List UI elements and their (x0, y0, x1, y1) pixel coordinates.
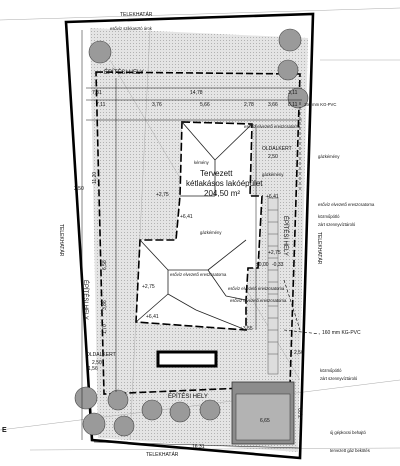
tree (278, 28, 302, 52)
side-garden-value: 2,50 (268, 154, 278, 160)
level-mark: +6,41 (180, 214, 193, 220)
dim-bottom: 2,50 (294, 350, 304, 356)
level-mark: +2,75 (156, 192, 169, 198)
dim-top: 3,11 (288, 90, 298, 96)
dim-bottom: 3,00 (298, 408, 304, 418)
building-area: 204,50 m² (204, 189, 240, 198)
note-downpipe: esővíz elvezető ereszcsatorna (318, 202, 375, 207)
note-septic-4: zárt szennyvíztároló (320, 376, 358, 381)
note-septic-3: közműpótló (320, 368, 342, 373)
boundary-label-top: TELEKHATÁR (120, 11, 153, 18)
tree (82, 412, 106, 436)
tree (141, 399, 163, 421)
dim-row2: 3,66 (268, 102, 278, 108)
pipe-label-bottom: 160 mm KG-PVC (322, 330, 361, 336)
tree (107, 389, 129, 411)
front-garden-label: OLDALKERT (86, 352, 116, 358)
pipe-label-top: 160 mm KG-PVC (304, 102, 336, 107)
dim-row2: 3,76 (152, 102, 162, 108)
dim-bottom: 1,56 (88, 366, 98, 372)
tree (113, 415, 135, 437)
dim-row2: 8,11 (288, 102, 298, 108)
tree (277, 59, 299, 81)
building-title-1: Tervezett (200, 169, 233, 178)
dim-left: 6,58 (102, 260, 108, 270)
sewer-pipe (283, 102, 321, 335)
building-line-label-right: ÉPÍTÉSI HELY (282, 216, 289, 256)
building-line-label-bottom: ÉPÍTÉSI HELY (168, 393, 208, 400)
dim-row2: 7,11 (96, 102, 106, 108)
tree (199, 399, 221, 421)
parking-slab (235, 393, 291, 441)
side-garden-label: OLDALKERT (262, 146, 292, 152)
edge-letter: E (2, 427, 7, 434)
dim-left: 11,20 (92, 172, 98, 184)
downpipe-label: esővíz elvezető ereszcsatorna (228, 286, 285, 291)
level-mark: +3,55 (240, 326, 253, 332)
dim-bottom: 6,65 (260, 418, 270, 424)
downpipe-label: esővíz elvezető ereszcsatorna (244, 124, 301, 129)
dim-left: 3,86 (102, 300, 108, 310)
building-title-2: kétlakásos lakóépület (186, 179, 263, 188)
note-septic-1: közműpótló (318, 214, 340, 219)
note-driveway: új gépkocsi behajtó (330, 430, 367, 435)
boundary-label-right: TELEKHATÁR (316, 232, 323, 265)
front-garden-value: 2,50 (92, 360, 102, 366)
access-path (267, 197, 279, 375)
dim-top: 14,78 (190, 90, 203, 96)
boundary-label-left: TELEKHATÁR (58, 224, 65, 257)
chimney-label: kémény (194, 160, 210, 165)
terrace-slab (156, 350, 218, 368)
level-mark: +6,41 (146, 314, 159, 320)
plot-boundary (64, 12, 315, 460)
building-line-label-left: ÉPÍTÉSI HELY (82, 280, 89, 320)
dim-row2: 2,78 (244, 102, 254, 108)
dim-left: 1,70 (102, 324, 108, 334)
level-mark: +2,75 (268, 250, 281, 256)
dim-left: 2,50 (74, 186, 84, 192)
downpipe-label: esővíz elvezető ereszcsatorna (230, 298, 287, 303)
level-mark: -0,33 (272, 262, 284, 268)
gas-chimney-label-right: gázkémény (262, 172, 284, 177)
dim-row2: 5,66 (200, 102, 210, 108)
building-line-label-top: ÉPÍTÉSI HELY (104, 69, 144, 76)
dim-bottom: 16,31 (192, 444, 205, 450)
dim-top: 7,31 (92, 90, 102, 96)
tree (74, 386, 98, 410)
tree (169, 401, 191, 423)
level-mark: +6,41 (266, 194, 279, 200)
level-mark: +2,75 (142, 284, 155, 290)
existing-trees (74, 28, 309, 437)
roof-lines (135, 121, 253, 331)
trench-label: esővíz szikkasztó árok (110, 26, 153, 31)
note-septic-2: zárt szennyvíztároló (318, 222, 356, 227)
gas-chimney-label: gázkémény (200, 230, 222, 235)
downpipe-label: esővíz elvezető ereszcsatorna (170, 272, 227, 277)
dimension-lines (81, 30, 302, 449)
level-mark: ±0,00 (256, 262, 269, 268)
tree (88, 40, 112, 64)
boundary-label-bottom: TELEKHATÁR (146, 451, 179, 458)
note-gas-chimney: gázkémény (318, 154, 340, 159)
note-gas-connection: tervezett gáz bekötés (330, 448, 370, 453)
